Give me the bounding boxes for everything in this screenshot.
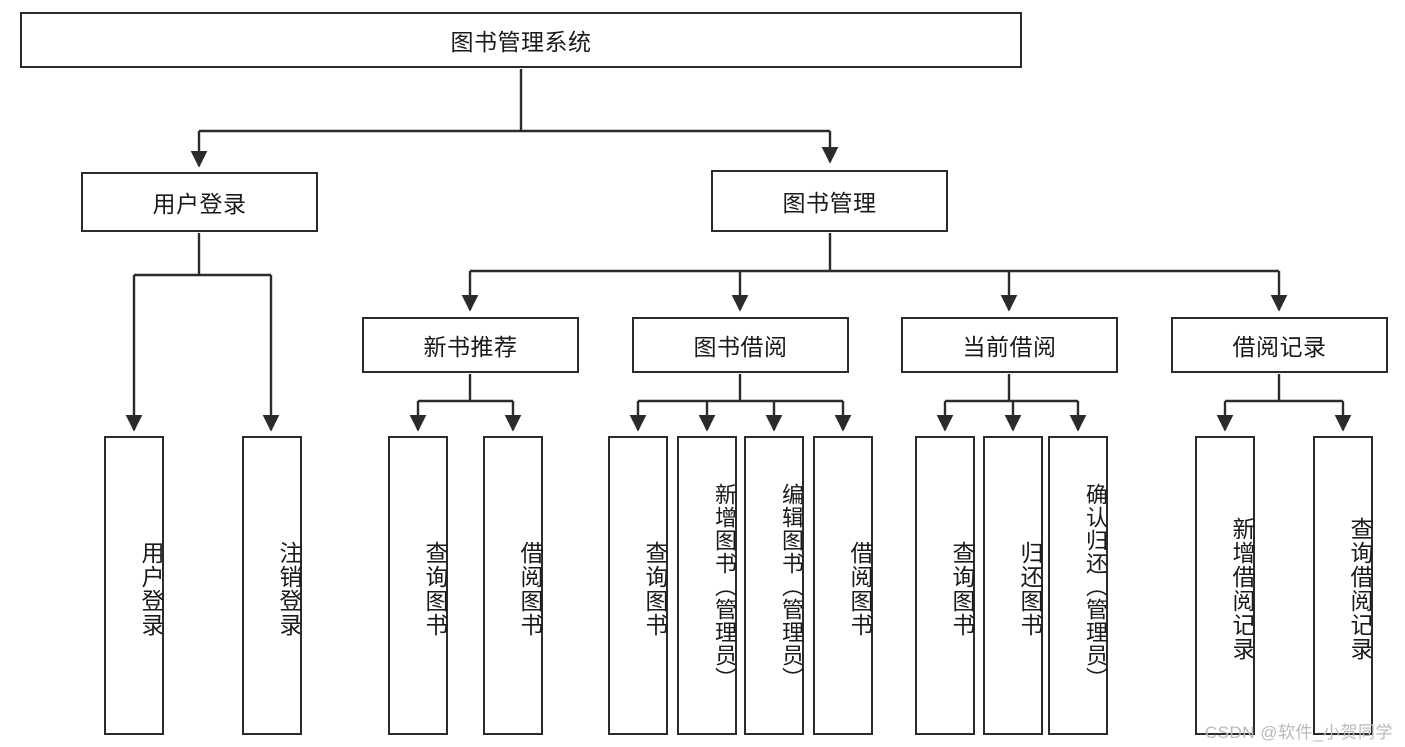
leaf-book-borrow-edit-book-admin[interactable]: 编辑图书（管理员） xyxy=(744,436,804,735)
leaf-book-borrow-add-book-admin[interactable]: 新增图书（管理员） xyxy=(677,436,737,735)
node-root-book-management-system[interactable]: 图书管理系统 xyxy=(20,12,1022,68)
node-label: 借阅图书 xyxy=(517,540,543,637)
node-label: 新书推荐 xyxy=(423,334,518,360)
node-label: 图书管理 xyxy=(782,190,877,216)
node-book-management[interactable]: 图书管理 xyxy=(711,170,948,232)
leaf-user-login[interactable]: 用户登录 xyxy=(104,436,164,735)
leaf-book-borrow-borrow-book[interactable]: 借阅图书 xyxy=(813,436,873,735)
node-label: 查询图书 xyxy=(422,540,448,637)
leaf-borrow-record-query-record[interactable]: 查询借阅记录 xyxy=(1313,436,1373,735)
leaf-borrow-record-add-record[interactable]: 新增借阅记录 xyxy=(1195,436,1255,735)
node-label: 当前借阅 xyxy=(962,334,1057,360)
csdn-watermark: CSDN @软件_小贺同学 xyxy=(1204,723,1393,742)
node-label: 新增图书（管理员） xyxy=(712,483,737,690)
node-user-login[interactable]: 用户登录 xyxy=(81,172,318,232)
node-label: 图书管理系统 xyxy=(450,29,592,55)
node-label: 查询图书 xyxy=(949,540,975,637)
node-label: 图书借阅 xyxy=(693,334,788,360)
node-label: 编辑图书（管理员） xyxy=(779,483,804,690)
node-current-borrow[interactable]: 当前借阅 xyxy=(901,317,1118,373)
node-label: 归还图书 xyxy=(1017,540,1043,637)
node-label: 借阅记录 xyxy=(1232,334,1327,360)
leaf-logout[interactable]: 注销登录 xyxy=(242,436,302,735)
leaf-current-borrow-return-book[interactable]: 归还图书 xyxy=(983,436,1043,735)
node-label: 借阅图书 xyxy=(847,540,873,637)
leaf-current-borrow-confirm-return-admin[interactable]: 确认归还（管理员） xyxy=(1048,436,1108,735)
leaf-current-borrow-query-book[interactable]: 查询图书 xyxy=(915,436,975,735)
node-label: 新增借阅记录 xyxy=(1229,516,1255,661)
node-label: 查询图书 xyxy=(642,540,668,637)
node-label: 用户登录 xyxy=(152,191,247,217)
node-label: 用户登录 xyxy=(138,540,164,637)
leaf-new-book-borrow-book[interactable]: 借阅图书 xyxy=(483,436,543,735)
node-label: 确认归还（管理员） xyxy=(1083,483,1108,690)
leaf-book-borrow-query-book[interactable]: 查询图书 xyxy=(608,436,668,735)
node-new-book-recommend[interactable]: 新书推荐 xyxy=(362,317,579,373)
node-borrow-record[interactable]: 借阅记录 xyxy=(1171,317,1388,373)
node-label: 查询借阅记录 xyxy=(1347,516,1373,661)
node-book-borrow[interactable]: 图书借阅 xyxy=(632,317,849,373)
node-label: 注销登录 xyxy=(276,540,302,637)
leaf-new-book-query-book[interactable]: 查询图书 xyxy=(388,436,448,735)
